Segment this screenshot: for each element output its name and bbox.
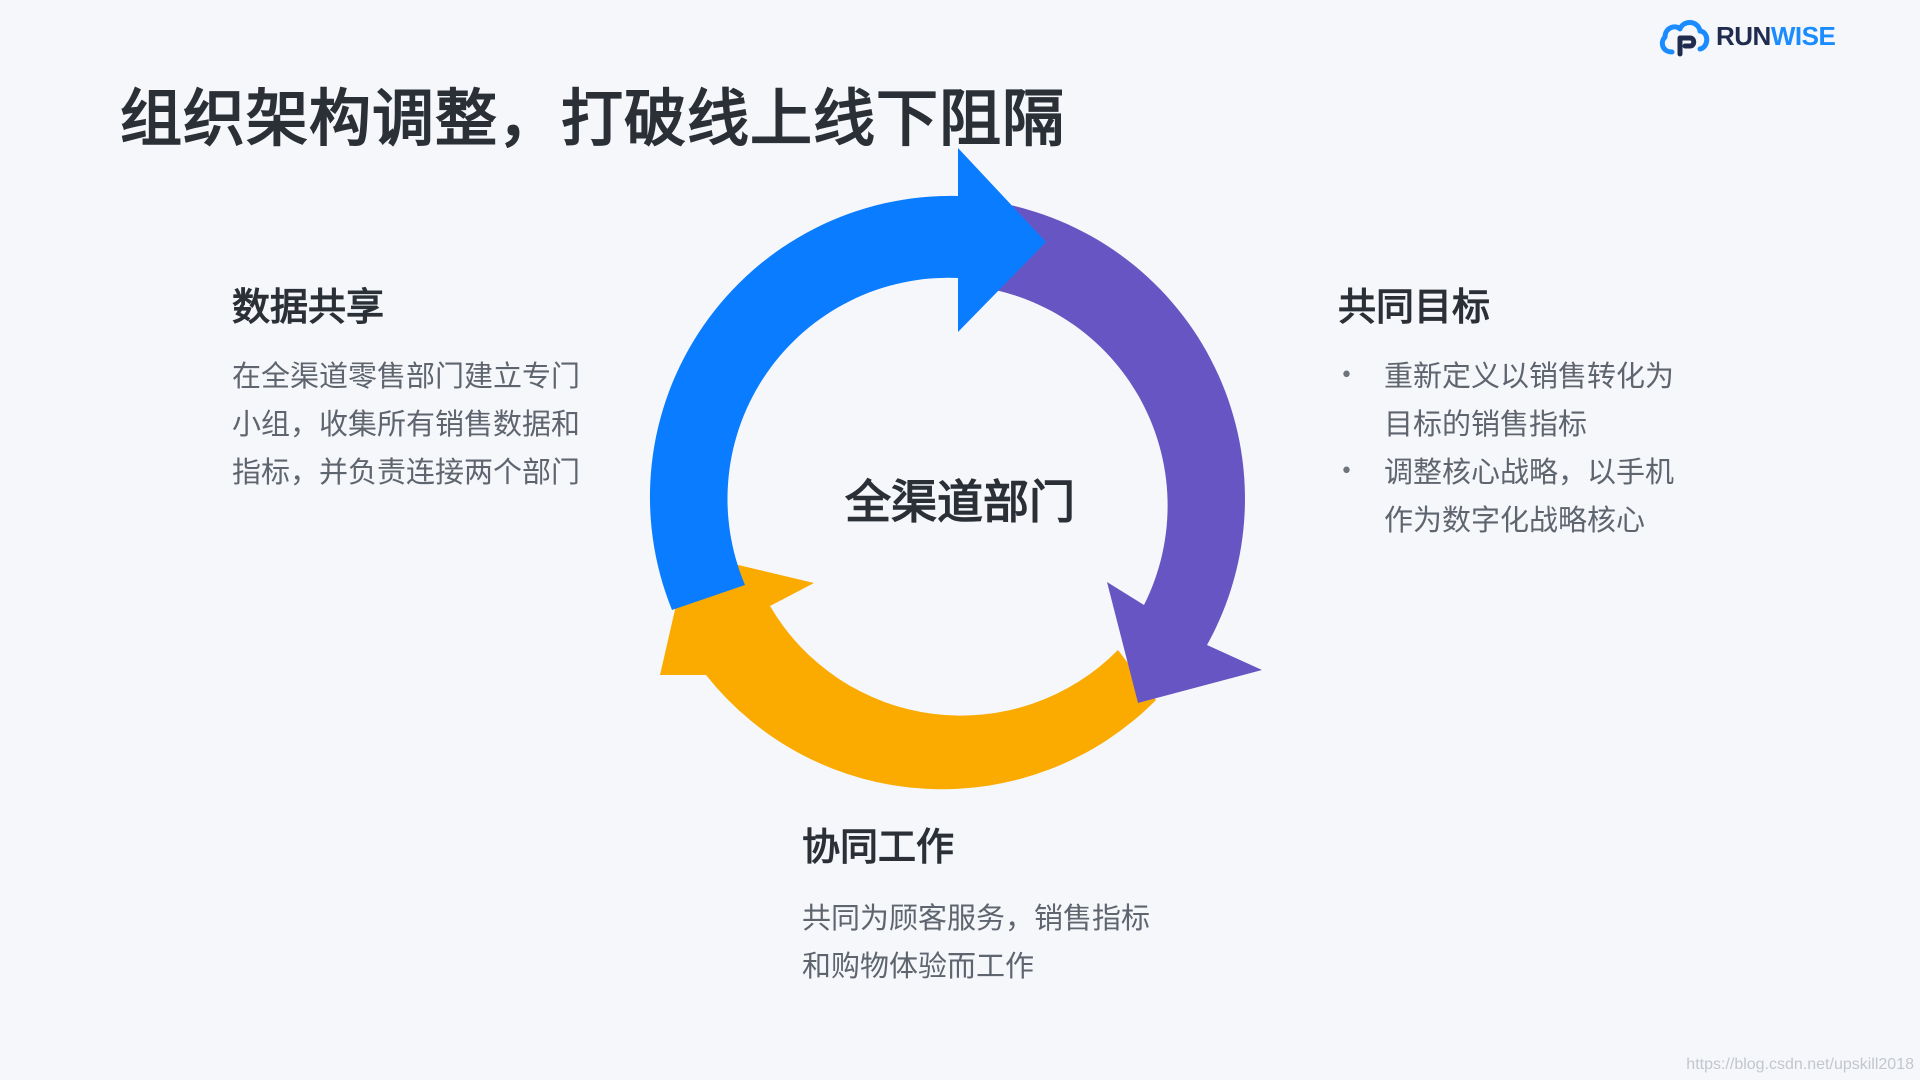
- bottom-block-heading: 协同工作: [802, 825, 955, 869]
- cycle-diagram: [649, 148, 1262, 790]
- diagram-center-label: 全渠道部门: [845, 475, 1075, 529]
- watermark: https://blog.csdn.net/upskill2018: [1686, 1056, 1914, 1073]
- left-block-line: 在全渠道零售部门建立专门: [232, 359, 581, 393]
- bullet-line: 重新定义以销售转化为: [1384, 359, 1675, 393]
- cycle-arrow-blue: [649, 148, 1046, 610]
- cycle-arrow-purple: [960, 205, 1262, 703]
- brand-name-part1: RUN: [1716, 21, 1771, 51]
- left-block-line: 指标，并负责连接两个部门: [232, 455, 581, 489]
- left-block-text: 在全渠道零售部门建立专门 小组，收集所有销售数据和 指标，并负责连接两个部门: [232, 352, 580, 496]
- bottom-block-line: 共同为顾客服务，销售指标: [802, 901, 1151, 935]
- page-title: 组织架构调整，打破线上线下阻隔: [120, 82, 1066, 155]
- bottom-block-line: 和购物体验而工作: [802, 949, 1035, 983]
- bullet-item: • 调整核心战略，以手机 作为数字化战略核心: [1338, 448, 1674, 544]
- brand-name: RUNWISE: [1716, 12, 1836, 60]
- cloud-logo-icon: [1659, 20, 1710, 57]
- right-block-bullets: • 重新定义以销售转化为 目标的销售指标 • 调整核心战略，以手机 作为数字化战…: [1338, 352, 1674, 544]
- bullet-line: 调整核心战略，以手机: [1384, 455, 1675, 489]
- brand-name-part2: WISE: [1770, 21, 1836, 51]
- brand-logo: RUNWISE: [1656, 12, 1836, 60]
- left-block-line: 小组，收集所有销售数据和: [232, 407, 581, 441]
- bottom-block-text: 共同为顾客服务，销售指标 和购物体验而工作: [802, 894, 1150, 990]
- right-block-heading: 共同目标: [1338, 285, 1491, 329]
- bullet-line: 目标的销售指标: [1384, 407, 1588, 441]
- bullet-item: • 重新定义以销售转化为 目标的销售指标: [1338, 352, 1674, 448]
- cycle-arrow-orange: [660, 553, 1156, 790]
- bullet-dot: •: [1340, 363, 1353, 388]
- bullet-dot: •: [1340, 459, 1353, 484]
- bullet-line: 作为数字化战略核心: [1384, 503, 1646, 537]
- left-block-heading: 数据共享: [232, 285, 385, 329]
